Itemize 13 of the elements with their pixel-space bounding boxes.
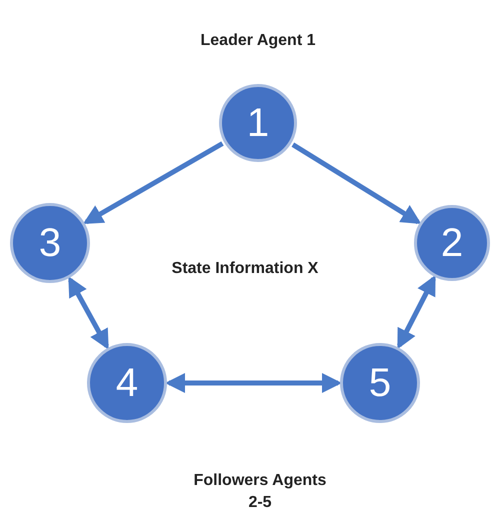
center-label: State Information X <box>170 259 320 279</box>
arrow <box>292 142 422 224</box>
arrow <box>165 373 342 393</box>
arrow <box>82 141 224 224</box>
agent-number: 2 <box>440 223 464 263</box>
agent-number: 3 <box>38 223 62 263</box>
arrow <box>68 276 109 350</box>
agent-number: 1 <box>246 103 270 143</box>
node-caption: Leader Agent 1 <box>200 31 316 51</box>
group-caption: Followers Agents 2-5 <box>192 471 328 514</box>
agent-number: 4 <box>116 363 138 403</box>
arrow <box>396 275 436 350</box>
agent-number: 5 <box>368 363 392 403</box>
